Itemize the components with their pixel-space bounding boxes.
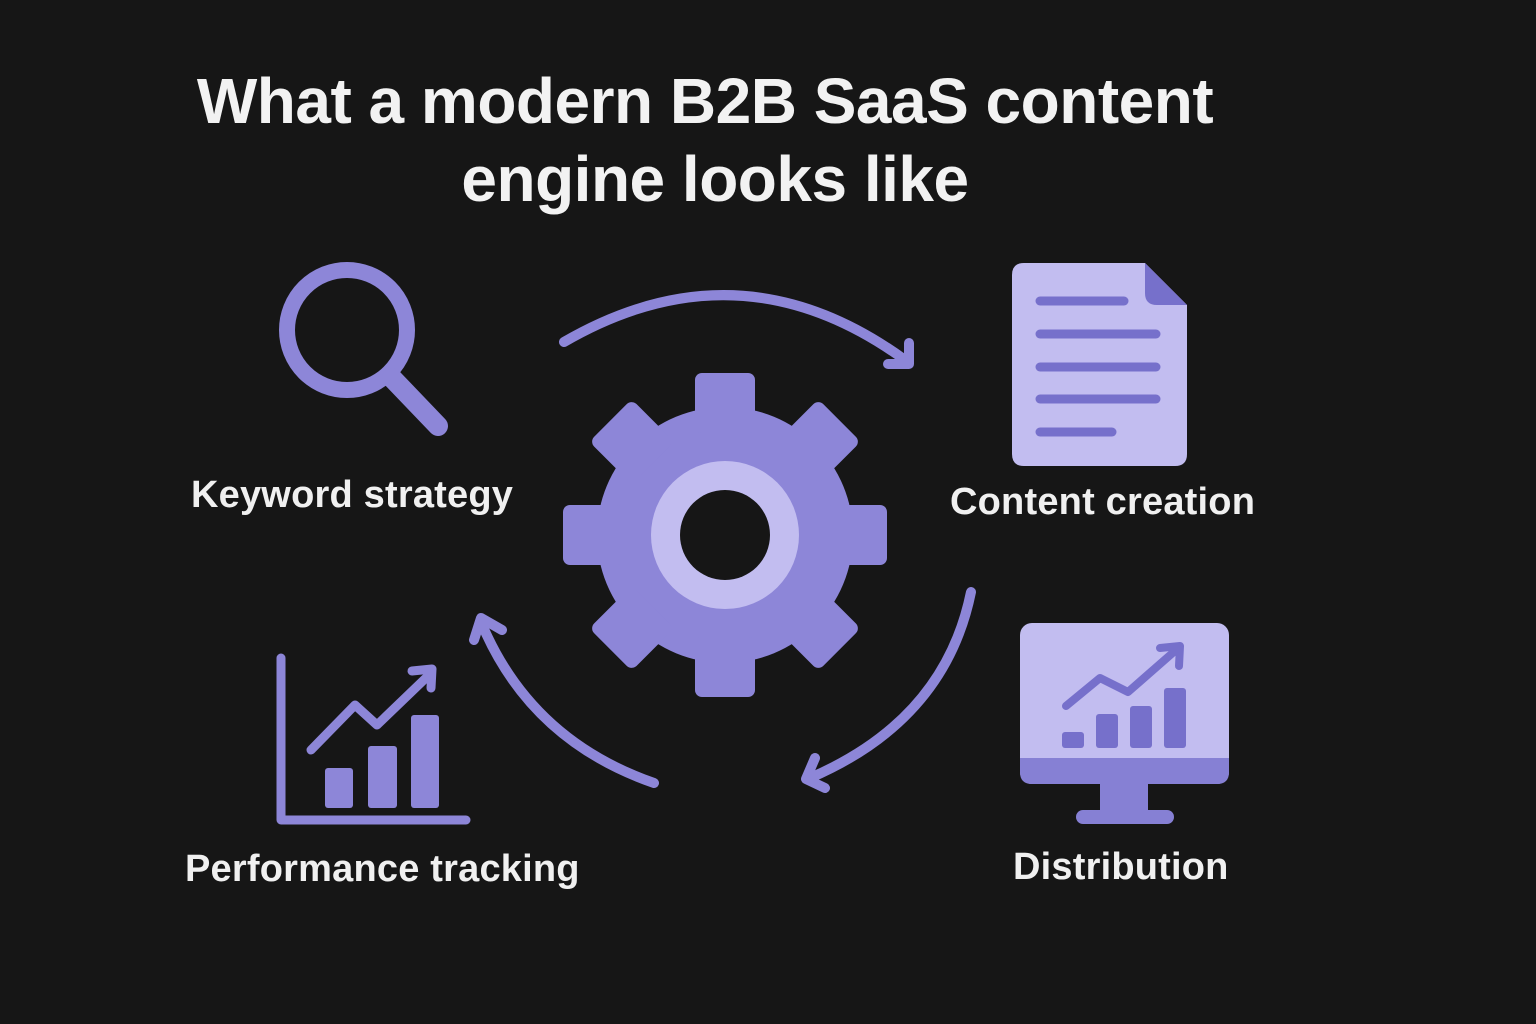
gear-icon [563,373,887,697]
arrow-content-to-distribution-icon [801,587,976,793]
bar-chart-trend-icon [276,653,471,825]
page-title: What a modern B2B SaaS content engine lo… [0,62,1410,218]
title-line-1: What a modern B2B SaaS content [196,65,1214,137]
arrow-keyword-to-content-icon [559,290,914,369]
stage-label-content-creation: Content creation [950,481,1256,523]
monitor-chart-icon [1020,623,1229,824]
stage-label-distribution: Distribution [1013,846,1229,888]
stage-label-keyword-strategy: Keyword strategy [191,474,514,516]
stage-label-performance-tracking: Performance tracking [185,848,580,890]
arrow-tracking-to-keyword-icon [469,613,659,788]
magnifying-glass-icon [279,262,448,436]
title-line-2: engine looks like [461,143,969,215]
document-icon [1012,263,1187,466]
